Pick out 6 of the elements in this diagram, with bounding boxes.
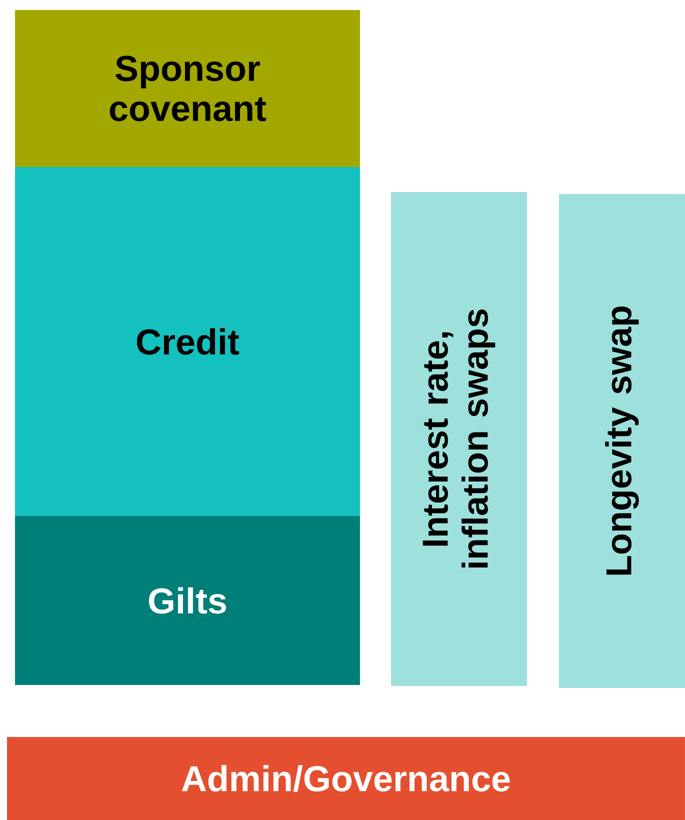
credit-block: Credit [15, 167, 360, 516]
gilts-block: Gilts [15, 516, 360, 685]
governance-bar: Admin/Governance [7, 737, 685, 820]
longevity-bar: Longevity swap [559, 194, 685, 688]
covenant-block: Sponsor covenant [15, 10, 360, 167]
swaps-bar: Interest rate, inflation swaps [391, 192, 527, 686]
